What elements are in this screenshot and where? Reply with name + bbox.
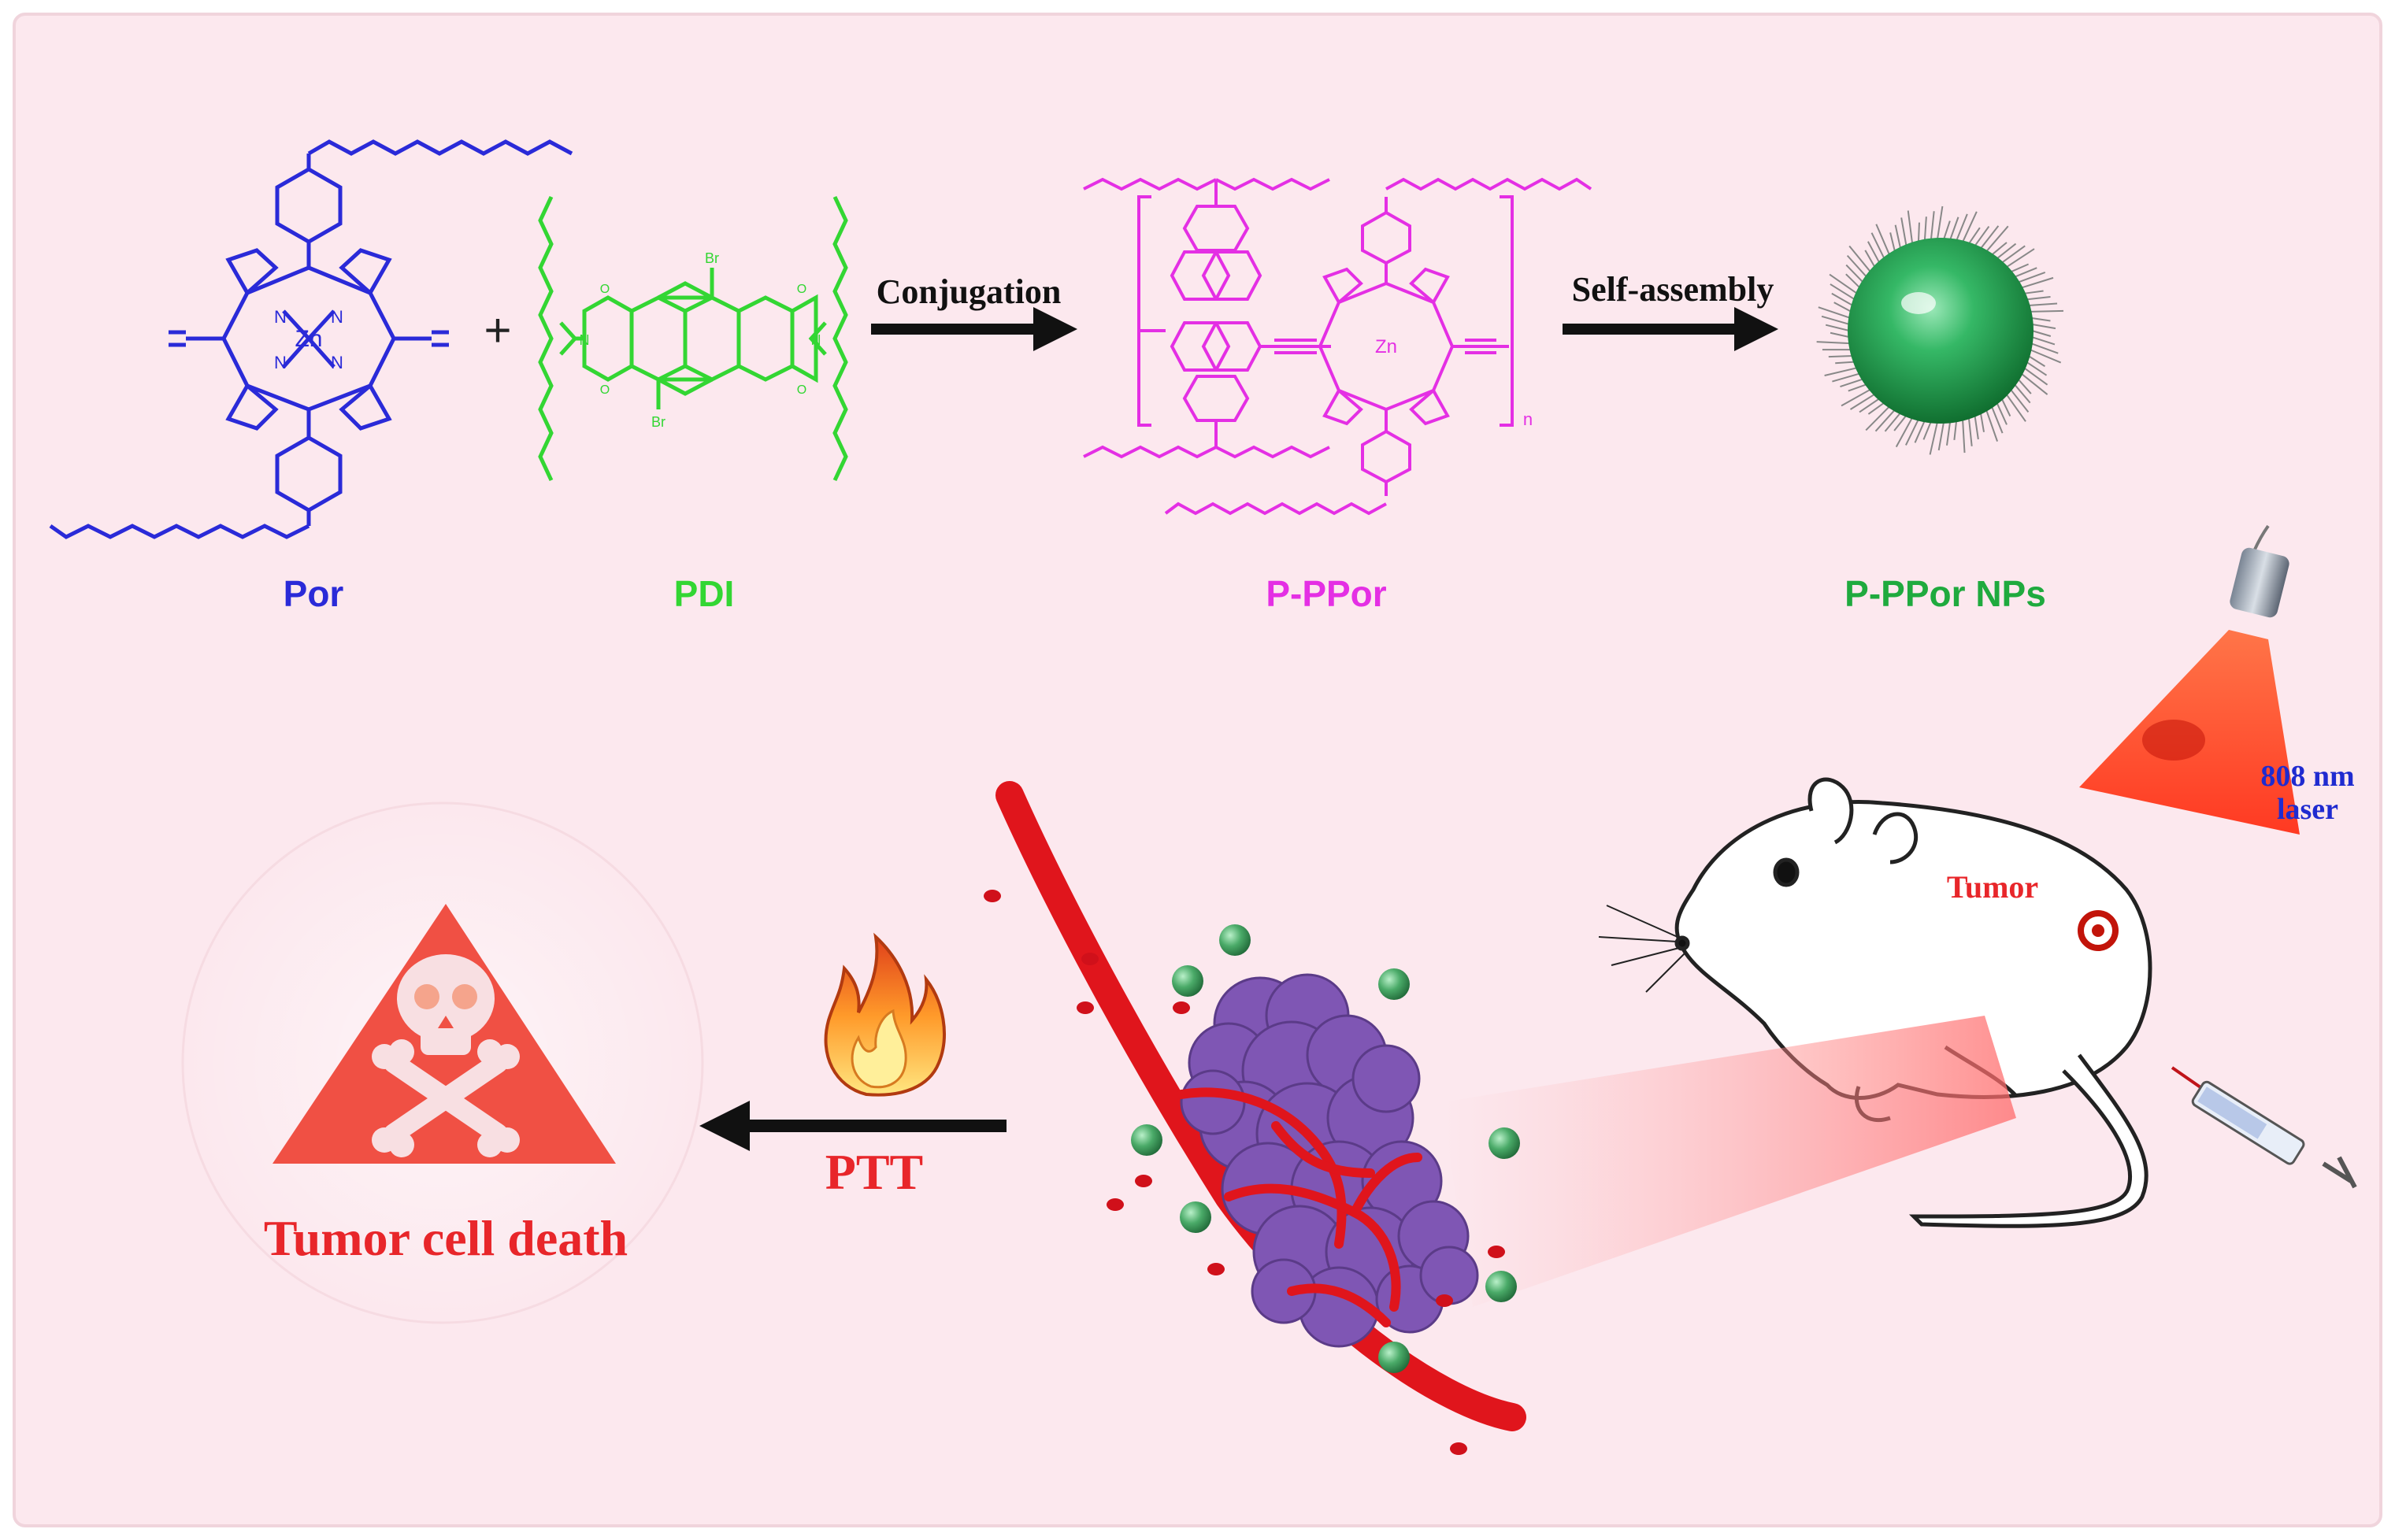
plus-operator: + xyxy=(484,304,511,357)
nanoparticle-dot xyxy=(1489,1127,1520,1159)
ptt-label: PTT xyxy=(825,1144,923,1200)
nanoparticle-dot xyxy=(1378,1342,1410,1373)
pdi-label: PDI xyxy=(674,573,735,614)
nanoparticle-dot xyxy=(1378,968,1410,1000)
por-n-atom: N xyxy=(274,353,287,372)
pdi-structure xyxy=(538,195,848,482)
pppor-label: P-PPor xyxy=(1266,573,1386,614)
outcome-label: Tumor cell death xyxy=(264,1210,628,1266)
nanoparticle-dots xyxy=(1131,924,1520,1373)
pppor-nanoparticle xyxy=(1816,205,2064,455)
photothermal-glow xyxy=(1441,1016,2016,1307)
red-blood-cell xyxy=(1450,1442,1467,1455)
self-assembly-step-label: Self-assembly xyxy=(1572,270,1774,309)
por-structure xyxy=(49,139,573,539)
red-blood-cell xyxy=(1207,1263,1225,1275)
red-blood-cell xyxy=(1077,1001,1094,1014)
red-blood-cells xyxy=(984,890,1505,1455)
mouse-illustration xyxy=(1598,777,2152,1228)
pppor-structure xyxy=(1083,177,1592,516)
por-n-atom: N xyxy=(331,353,343,372)
red-blood-cell xyxy=(1107,1198,1124,1211)
nanoparticle-dot xyxy=(1172,965,1203,997)
nanoparticle-dot xyxy=(1219,924,1251,956)
tumor-vessels xyxy=(1177,1087,1422,1327)
fire-icon xyxy=(824,932,946,1097)
pdi-o-atom: O xyxy=(600,283,610,296)
laser-emitter-icon xyxy=(2079,524,2300,835)
tumor-site-label: Tumor xyxy=(1947,869,2038,905)
red-blood-cell xyxy=(1081,953,1099,965)
nps-label: P-PPor NPs xyxy=(1844,573,2046,614)
pdi-br-atom: Br xyxy=(705,250,719,266)
syringe-icon xyxy=(2171,1066,2357,1189)
pdi-n-atom: N xyxy=(811,332,821,348)
por-n-atom: N xyxy=(274,307,287,327)
pppor-repeat-n: n xyxy=(1523,409,1533,429)
skull-crossbones-icon xyxy=(272,904,616,1164)
red-blood-cell xyxy=(1436,1294,1453,1307)
laser-label: 808 nm xyxy=(2260,760,2354,793)
pdi-o-atom: O xyxy=(797,383,806,397)
red-blood-cell xyxy=(984,890,1001,902)
pdi-n-atom: N xyxy=(580,332,590,348)
por-label: Por xyxy=(284,573,344,614)
pdi-br-atom: Br xyxy=(651,414,665,430)
conjugation-step-label: Conjugation xyxy=(877,272,1062,311)
laser-label: laser xyxy=(2277,793,2338,826)
red-blood-cell xyxy=(1488,1246,1505,1258)
pppor-zn-atom: Zn xyxy=(1375,336,1397,357)
nanoparticle-dot xyxy=(1131,1124,1162,1156)
por-zn-atom: Zn xyxy=(295,326,322,352)
nanoparticle-dot xyxy=(1485,1271,1517,1302)
red-blood-cell xyxy=(1135,1175,1152,1187)
pdi-o-atom: O xyxy=(600,383,610,397)
por-n-atom: N xyxy=(331,307,343,327)
nanoparticle-dot xyxy=(1180,1201,1211,1233)
red-blood-cell xyxy=(1173,1001,1190,1014)
pdi-o-atom: O xyxy=(797,283,806,296)
